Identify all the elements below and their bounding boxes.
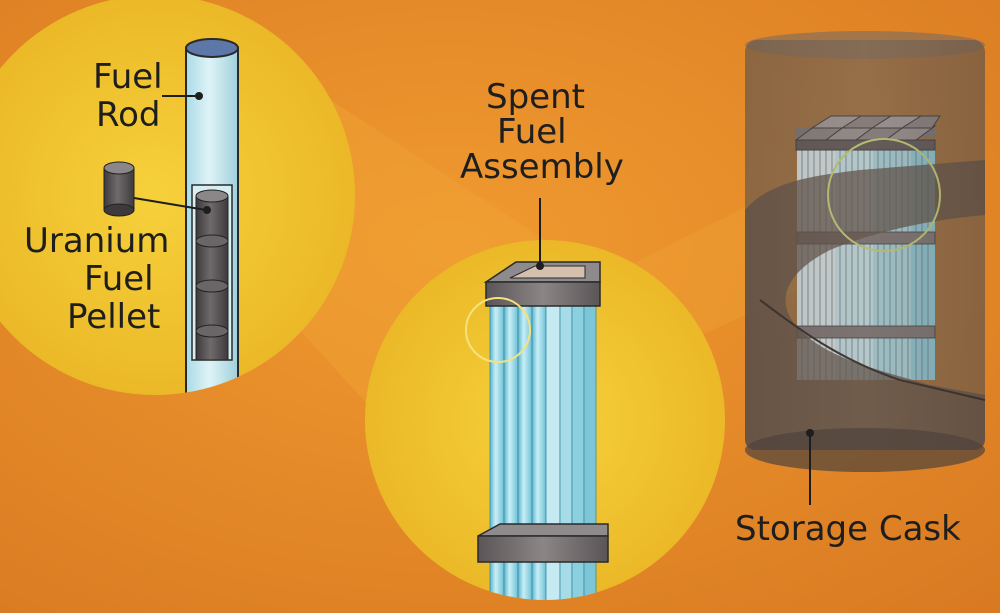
uranium-pellet bbox=[103, 161, 135, 217]
pellet-label: Uranium Fuel Pellet bbox=[24, 221, 180, 337]
assembly-top-cap bbox=[483, 261, 601, 307]
fuel-rod-zoom: Fuel Rod Uranium Fuel Pellet bbox=[0, 0, 355, 395]
highlight-circle bbox=[465, 297, 531, 363]
storage-cask bbox=[745, 31, 985, 505]
assembly-bottom-cap bbox=[477, 523, 609, 563]
pellet-stack bbox=[195, 189, 229, 361]
fuel-rod-top bbox=[185, 38, 239, 58]
fuel-tubes bbox=[489, 299, 597, 600]
pellet-leader bbox=[133, 197, 207, 211]
assembly-zoom: Spent Fuel Assembly bbox=[365, 77, 725, 600]
fuel-rod-label: Fuel Rod bbox=[93, 57, 173, 135]
storage-cask-label: Storage Cask bbox=[735, 509, 961, 549]
assembly-label: Spent Fuel Assembly bbox=[460, 77, 624, 187]
